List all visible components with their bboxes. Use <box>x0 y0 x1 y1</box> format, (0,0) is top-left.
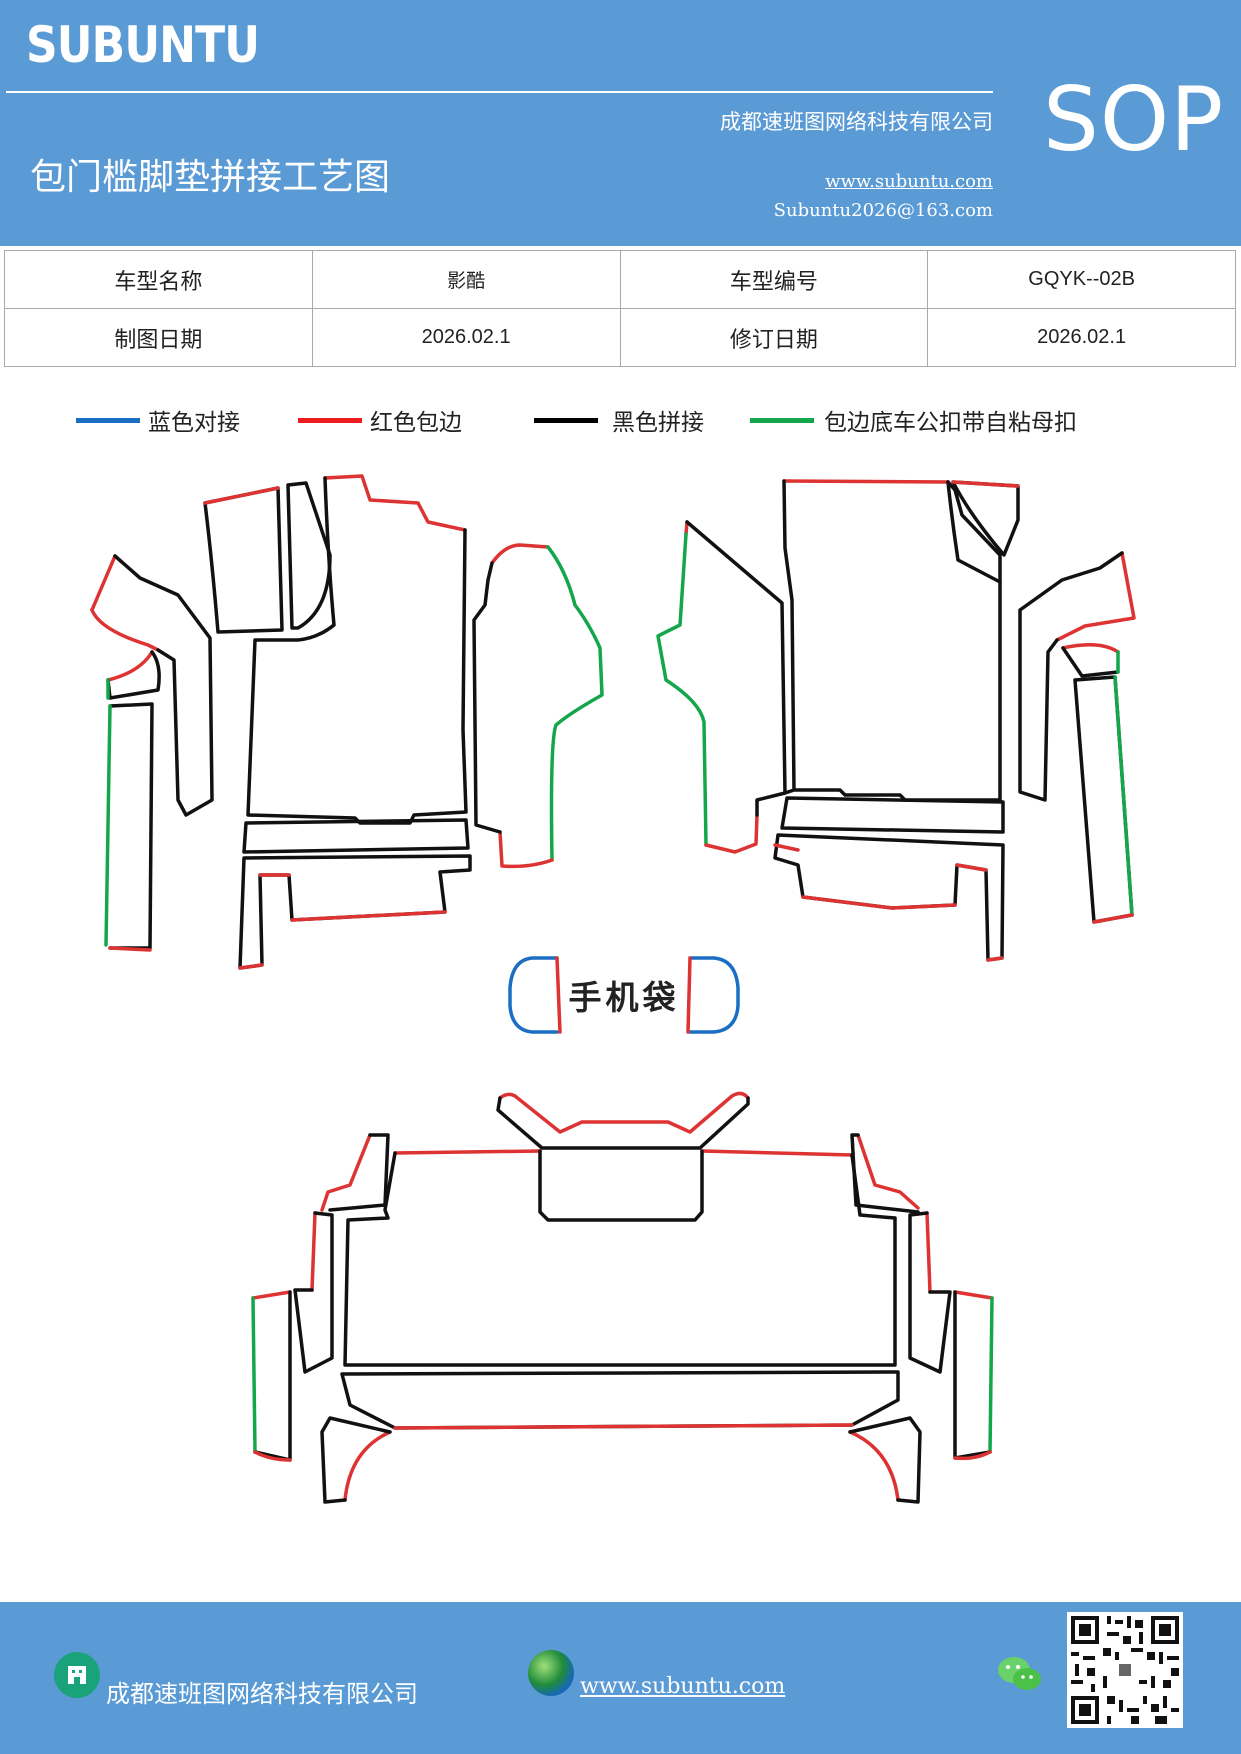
legend-swatch-blue <box>76 417 140 423</box>
phone-bag-group: 手机袋 <box>508 956 740 1034</box>
revise-date-label: 修订日期 <box>619 308 929 367</box>
building-icon <box>54 1652 100 1698</box>
globe-icon <box>528 1650 574 1696</box>
legend-item-black: 黑色拼接 <box>534 398 704 442</box>
qr-code-icon <box>1067 1612 1183 1728</box>
footer-website-link[interactable]: www.subuntu.com <box>580 1674 786 1699</box>
header-banner: SUBUNTU 成都速班图网络科技有限公司 包门槛脚垫拼接工艺图 www.sub… <box>0 0 1241 246</box>
rear-mat-group <box>251 1091 994 1504</box>
header-website-link[interactable]: www.subuntu.com <box>825 171 993 192</box>
sop-badge: SOP <box>1043 68 1225 171</box>
legend-label-black: 黑色拼接 <box>612 410 704 436</box>
legend-swatch-green <box>750 417 814 423</box>
draw-date-label: 制图日期 <box>4 308 313 367</box>
model-code-label: 车型编号 <box>619 250 929 309</box>
revise-date-value: 2026.02.1 <box>927 308 1236 367</box>
legend-item-green: 包边底车公扣带自粘母扣 <box>750 398 1077 442</box>
legend-label-blue: 蓝色对接 <box>148 410 240 436</box>
model-code-value: GQYK--02B <box>927 250 1236 309</box>
model-name-label: 车型名称 <box>4 250 313 309</box>
legend-item-red: 红色包边 <box>298 398 462 442</box>
model-name-value: 影酷 <box>311 250 621 309</box>
footer-banner: 成都速班图网络科技有限公司 www.subuntu.com <box>0 1602 1241 1754</box>
legend-item-blue: 蓝色对接 <box>76 398 240 442</box>
info-table: 车型名称 影酷 车型编号 GQYK--02B 制图日期 2026.02.1 修订… <box>4 250 1236 367</box>
header-divider <box>6 91 993 93</box>
legend-label-red: 红色包边 <box>370 410 462 436</box>
legend-swatch-black <box>534 417 598 423</box>
document-title: 包门槛脚垫拼接工艺图 <box>30 157 391 198</box>
left-mat-group <box>90 474 604 970</box>
footer-company: 成都速班图网络科技有限公司 <box>106 1680 418 1708</box>
legend-label-green: 包边底车公扣带自粘母扣 <box>824 410 1077 436</box>
right-mat-group <box>656 479 1136 962</box>
phone-bag-label: 手机袋 <box>569 978 680 1017</box>
draw-date-value: 2026.02.1 <box>311 308 621 367</box>
header-company: 成都速班图网络科技有限公司 <box>720 110 993 134</box>
legend-swatch-red <box>298 417 362 423</box>
table-row: 车型名称 影酷 车型编号 GQYK--02B <box>4 250 1236 309</box>
wechat-icon <box>996 1654 1044 1700</box>
table-row: 制图日期 2026.02.1 修订日期 2026.02.1 <box>4 308 1236 367</box>
header-email: Subuntu2026@163.com <box>773 200 993 221</box>
brand-logo: SUBUNTU <box>26 16 260 74</box>
